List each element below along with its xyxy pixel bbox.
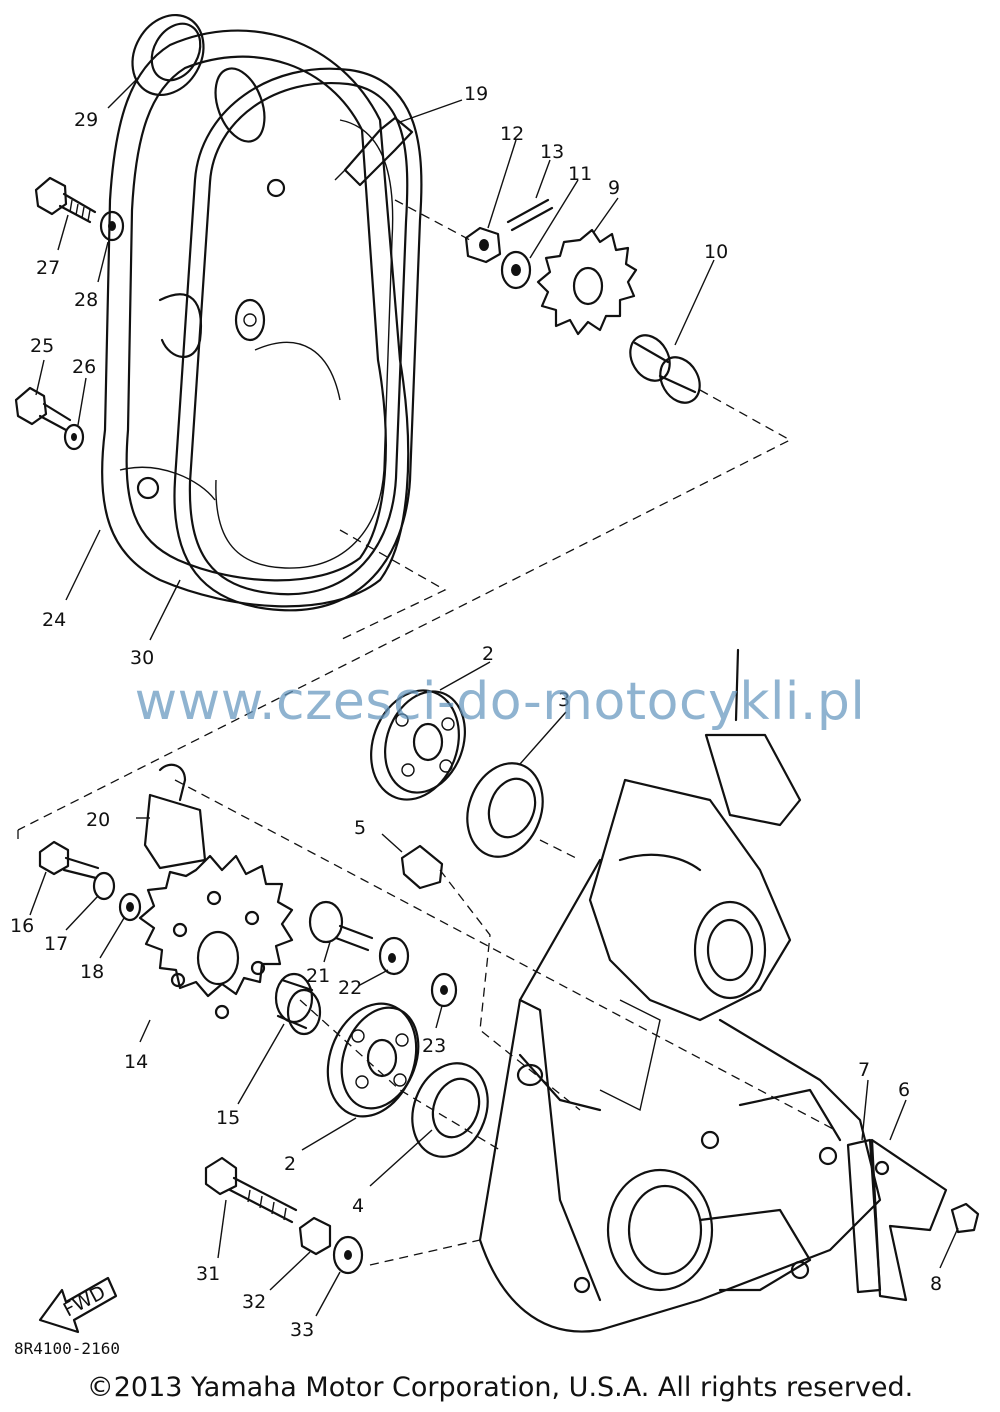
callout-label: 33: [290, 1319, 314, 1341]
leader-lines: [29, 75, 959, 1317]
callout-label: 11: [568, 163, 592, 185]
washer-23: [430, 972, 458, 1008]
drive-chain: [173, 67, 423, 612]
callout-label: 17: [44, 933, 68, 955]
callout-label: 18: [80, 961, 104, 983]
callout-label: 20: [86, 809, 110, 831]
callout-label: 26: [72, 356, 96, 378]
washer-33: [332, 1235, 364, 1275]
bolt-8: [950, 1202, 980, 1234]
chain-case-cover: [101, 29, 410, 608]
callout-label: 6: [898, 1079, 910, 1101]
bolt-21: [308, 900, 374, 952]
chain-case-housing: [478, 648, 882, 1333]
callout-label: 13: [540, 141, 564, 163]
callout-label: 9: [608, 177, 620, 199]
washer-28: [99, 210, 125, 242]
bolt-31: [204, 1156, 298, 1224]
nut-32: [298, 1216, 332, 1256]
callout-label: 15: [216, 1107, 240, 1129]
callout-label: 12: [500, 123, 524, 145]
fitting-5: [400, 844, 444, 890]
watermark-text: www.czesci-do-motocykli.pl: [134, 672, 866, 732]
fwd-label: FWD: [60, 1281, 109, 1321]
oil-seal-3: [466, 762, 544, 858]
fwd-arrow-icon: FWD: [38, 1276, 118, 1334]
callout-label: 32: [242, 1291, 266, 1313]
callout-label: 19: [464, 83, 488, 105]
sprocket-9: [536, 228, 638, 336]
guide-plate-6: [870, 1138, 948, 1302]
callout-label: 30: [130, 647, 154, 669]
callout-label: 2: [482, 643, 494, 665]
callout-label: 24: [42, 609, 66, 631]
washer-17: [92, 871, 116, 901]
bolt-16: [38, 840, 100, 880]
bolt-27: [34, 176, 97, 224]
tensioner-block-20: [143, 763, 207, 870]
callout-label: 27: [36, 257, 60, 279]
callout-label: 2: [284, 1153, 296, 1175]
sprocket-14: [138, 854, 294, 1020]
bolt-25: [14, 386, 72, 432]
copyright-notice: ©2013 Yamaha Motor Corporation, U.S.A. A…: [86, 1372, 914, 1403]
callout-label: 16: [10, 915, 34, 937]
callout-label: 28: [74, 289, 98, 311]
bearing-2-upper: [370, 689, 466, 801]
callout-label: 4: [352, 1195, 364, 1217]
oil-seal-29: [131, 13, 205, 97]
chain-joint: [334, 116, 414, 187]
callout-label: 21: [306, 965, 330, 987]
callout-numbers: 29 27 28 25 26 24 30 19 12 13 11 9 10 2 …: [10, 83, 942, 1341]
callout-label: 5: [354, 817, 366, 839]
bearing-2-lower: [326, 1002, 420, 1118]
washer-18: [118, 892, 142, 922]
callout-label: 3: [558, 689, 570, 711]
washer-26: [63, 423, 85, 451]
callout-label: 22: [338, 977, 362, 999]
callout-label: 8: [930, 1273, 942, 1295]
callout-label: 7: [858, 1059, 870, 1081]
collar-10: [629, 334, 701, 404]
callout-label: 25: [30, 335, 54, 357]
callout-label: 14: [124, 1051, 148, 1073]
washer-11: [500, 250, 532, 290]
callout-label: 31: [196, 1263, 220, 1285]
oil-seal-4: [411, 1062, 489, 1158]
pin-13: [506, 198, 554, 232]
nut-12: [464, 226, 502, 264]
callout-label: 29: [74, 109, 98, 131]
collar-15: [274, 972, 322, 1036]
callout-label: 10: [704, 241, 728, 263]
diagram-code: 8R4100-2160: [14, 1339, 120, 1358]
callout-label: 23: [422, 1035, 446, 1057]
assembly-lines: [17, 199, 836, 1266]
collar-22: [378, 936, 410, 976]
